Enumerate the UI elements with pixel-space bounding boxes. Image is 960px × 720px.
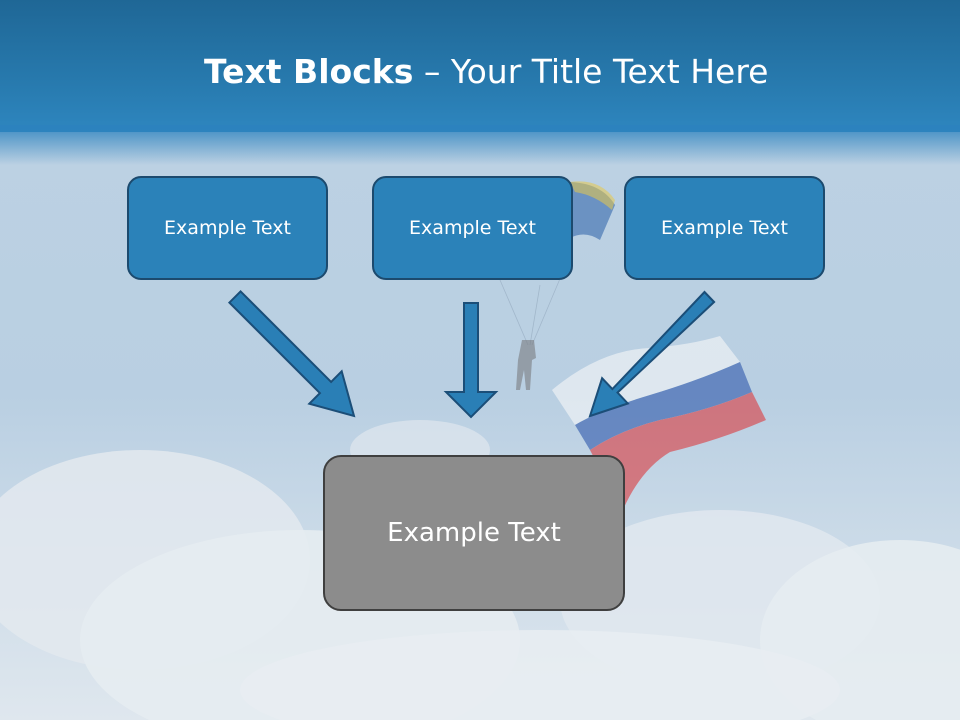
title-bar xyxy=(0,0,960,132)
arrow-left xyxy=(227,289,356,418)
title-rest: Your Title Text Here xyxy=(450,52,769,91)
result-block: Example Text xyxy=(323,455,625,611)
arrow-right xyxy=(588,290,716,418)
page-title: Text Blocks – Your Title Text Here xyxy=(204,52,768,91)
text-block-2: Example Text xyxy=(372,176,573,280)
text-block-3-label: Example Text xyxy=(661,217,788,239)
skydiver-icon xyxy=(516,340,536,390)
text-block-2-label: Example Text xyxy=(409,217,536,239)
arrow-center xyxy=(443,302,499,419)
text-block-1-label: Example Text xyxy=(164,217,291,239)
text-block-1: Example Text xyxy=(127,176,328,280)
title-bar-fade xyxy=(0,125,960,165)
text-block-3: Example Text xyxy=(624,176,825,280)
parachute-stripe xyxy=(570,181,615,210)
result-block-label: Example Text xyxy=(387,518,561,548)
title-bold: Text Blocks xyxy=(204,52,414,91)
title-dash: – xyxy=(413,52,451,91)
cloud xyxy=(240,630,840,720)
